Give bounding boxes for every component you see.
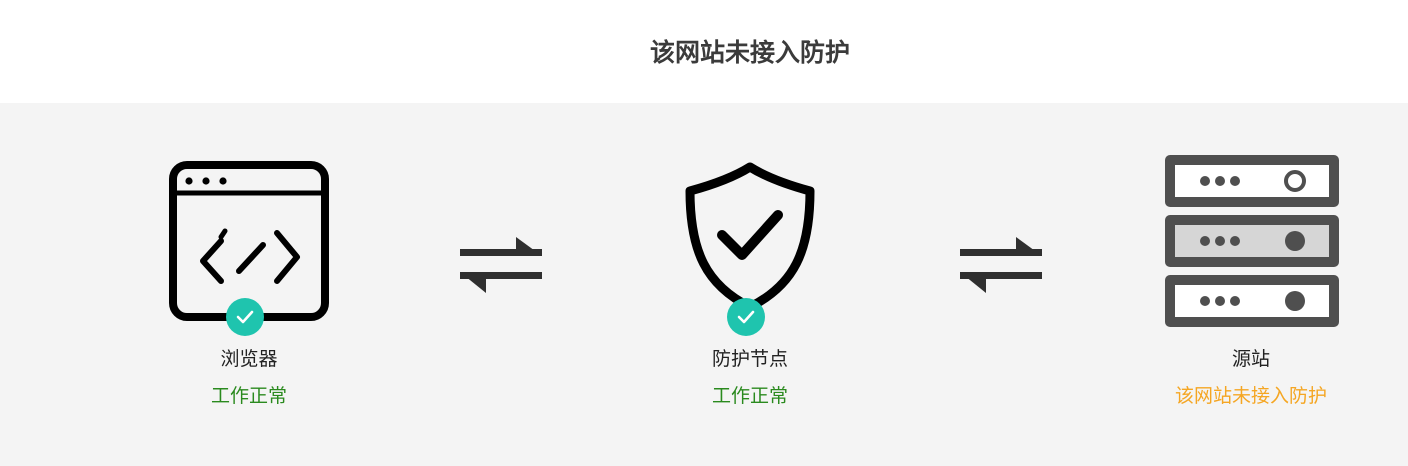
node-browser: 浏览器 工作正常 bbox=[129, 103, 369, 466]
exchange-arrows-icon bbox=[960, 237, 1042, 293]
node-protection: 防护节点 工作正常 bbox=[630, 103, 870, 466]
server-icon-wrap bbox=[1131, 103, 1371, 343]
browser-icon-wrap bbox=[129, 103, 369, 343]
check-icon bbox=[737, 310, 755, 324]
node-origin: 源站 该网站未接入防护 bbox=[1131, 103, 1371, 466]
node-status: 工作正常 bbox=[711, 385, 788, 407]
browser-code-icon bbox=[169, 161, 329, 321]
server-stack-icon bbox=[1165, 155, 1339, 327]
node-label: 浏览器 bbox=[220, 348, 278, 370]
ok-check-badge bbox=[727, 298, 765, 336]
node-label: 源站 bbox=[1231, 348, 1270, 370]
node-status: 工作正常 bbox=[210, 385, 287, 407]
header: 该网站未接入防护 bbox=[0, 0, 1408, 103]
shield-icon-wrap bbox=[630, 103, 870, 343]
node-label: 防护节点 bbox=[711, 348, 788, 370]
exchange-arrows-icon bbox=[460, 237, 542, 293]
node-status: 该网站未接入防护 bbox=[1174, 385, 1327, 407]
page-title: 该网站未接入防护 bbox=[649, 38, 850, 67]
status-panel: 浏览器 工作正常 防护节点 工 bbox=[0, 103, 1408, 466]
shield-check-icon bbox=[685, 162, 815, 311]
ok-check-badge bbox=[226, 298, 264, 336]
check-icon bbox=[236, 310, 254, 324]
